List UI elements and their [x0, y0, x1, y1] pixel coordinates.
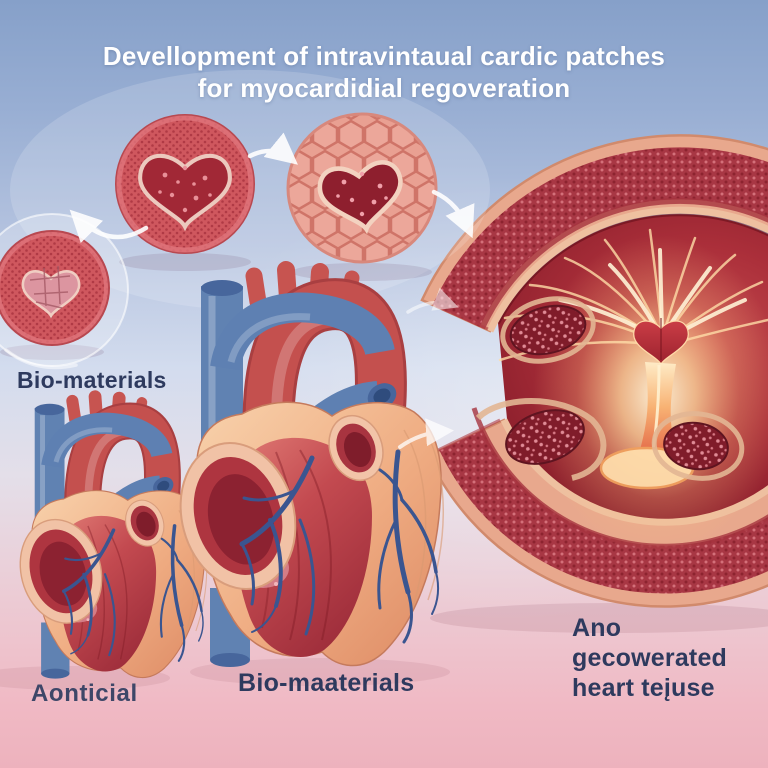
tissue-shadow — [430, 603, 768, 633]
anatomical-heart-large — [165, 270, 444, 667]
anatomical-heart-small — [9, 397, 207, 679]
regenerated-tissue-section — [420, 134, 768, 633]
label-aonticial: Aonticial — [31, 680, 138, 707]
label-biomaterials-left: Bio-materials — [17, 367, 167, 393]
arrow-patch-to-small — [69, 209, 149, 244]
arrow-heart-to-tissue-upper — [406, 287, 459, 314]
arrow-heart-to-tissue — [398, 418, 454, 449]
decor-swoosh — [4, 348, 78, 370]
tissue-upper-arc — [420, 134, 768, 333]
label-biomaterials-bottom: Bio-maaterials — [238, 669, 415, 697]
cell-structure-patch-disc — [286, 112, 438, 264]
illustration-title: Devellopment of intravintaual cardic pat… — [0, 40, 768, 104]
title-line-1: Devellopment of intravintaual cardic pat… — [102, 41, 666, 71]
patch-oval-chamber — [500, 296, 596, 364]
title-line-2: for myocardidial regoveration — [197, 73, 571, 103]
biomaterial-patch-disc — [115, 114, 255, 254]
small-patch-disc — [0, 213, 129, 367]
regenerated-line-1: Ano gecowerated — [572, 614, 728, 672]
patch-oval-left — [475, 398, 607, 481]
heart-node — [633, 318, 689, 365]
arrow-patch-to-cells — [247, 132, 298, 165]
label-regenerated-heart-tissue: Ano gecowerated heart teįuse — [572, 613, 768, 703]
regenerated-line-2: heart teįuse — [572, 674, 715, 702]
patch-oval-right — [651, 411, 745, 481]
arrow-cells-to-tissue — [431, 189, 475, 239]
